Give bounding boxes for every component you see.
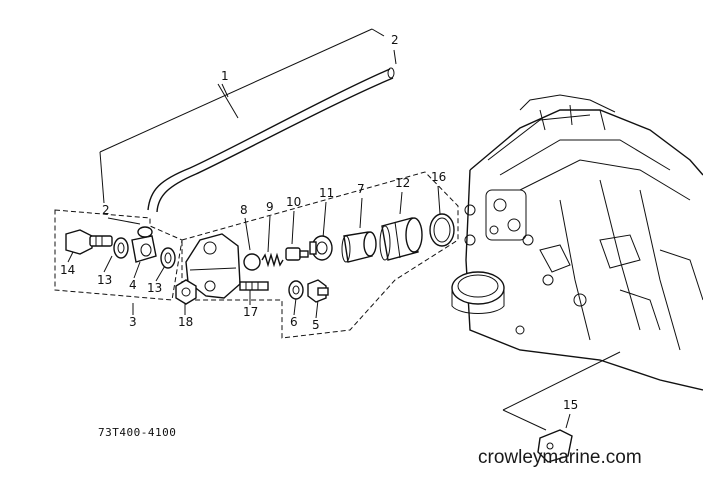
stud-17: [239, 281, 269, 291]
ball-8: [243, 253, 261, 271]
fitting-14: [65, 229, 113, 255]
bowl-12: [379, 217, 423, 261]
callout-12: 12: [395, 176, 410, 190]
callout-3: 3: [129, 315, 137, 329]
leader-lines: [67, 28, 441, 319]
callout-10: 10: [286, 195, 301, 209]
banjo-fitting-4: [131, 226, 157, 263]
callout-5: 5: [312, 318, 320, 332]
callout-13-right: 13: [147, 281, 162, 295]
fitting-11: [309, 235, 333, 261]
callout-16: 16: [431, 170, 446, 184]
washer-13-right: [160, 247, 176, 269]
hose-part: [147, 67, 395, 213]
washer-6: [288, 280, 304, 300]
callout-14: 14: [60, 263, 75, 277]
watermark-url: crowleymarine.com: [478, 447, 642, 468]
pin-10: [285, 247, 309, 261]
o-ring-16: [429, 213, 455, 247]
part-code: 73T400-4100: [98, 426, 176, 439]
callout-6: 6: [290, 315, 298, 329]
filter-body: [185, 233, 241, 299]
callout-11: 11: [319, 186, 334, 200]
callout-13-left: 13: [97, 273, 112, 287]
callout-18: 18: [178, 315, 193, 329]
group-outlines: [54, 171, 459, 339]
callout-7: 7: [357, 182, 365, 196]
cup-7: [341, 231, 377, 263]
spring-9: [261, 252, 284, 268]
engine-flange: [451, 271, 505, 314]
bolt-5: [307, 279, 329, 303]
nut-18: [175, 279, 197, 305]
callout-2-left: 2: [102, 203, 110, 217]
engine-block: [464, 94, 703, 391]
callout-2-top: 2: [391, 33, 399, 47]
callout-1: 1: [221, 69, 229, 83]
washer-13-left: [113, 237, 129, 259]
callout-labels: 1 2 2 3 4 5 6 7 8 9 10 11 12 13 13 14 15…: [60, 33, 578, 412]
callout-9: 9: [266, 200, 274, 214]
callout-15: 15: [563, 398, 578, 412]
callout-4: 4: [129, 278, 137, 292]
callout-17: 17: [243, 305, 258, 319]
callout-8: 8: [240, 203, 248, 217]
bracket-15: [502, 351, 621, 463]
